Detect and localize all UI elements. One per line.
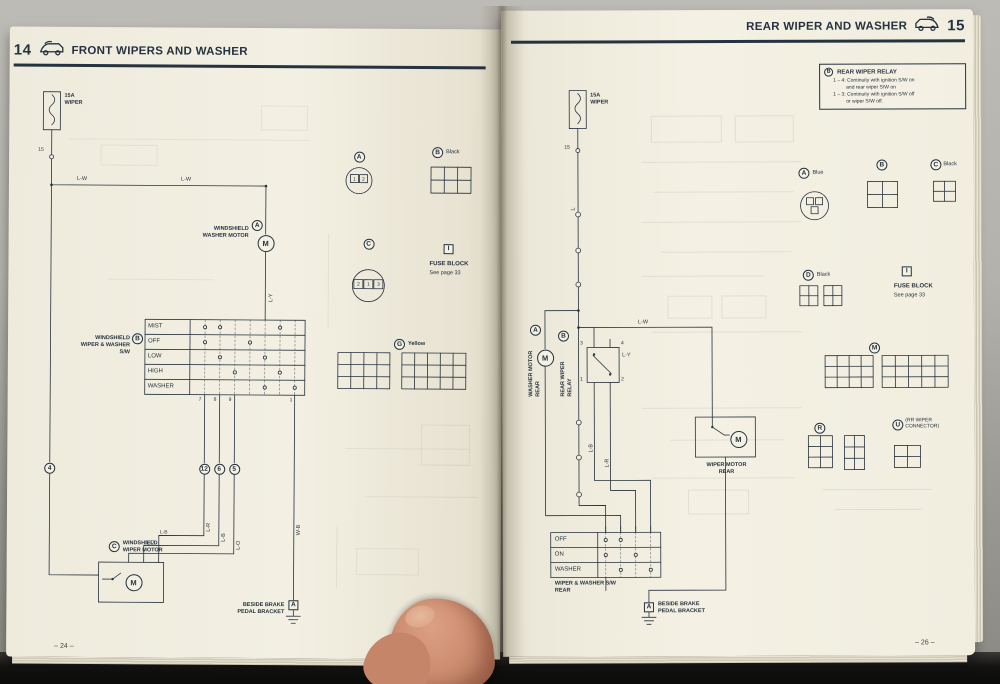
switch-row-label: ON: [554, 551, 564, 558]
ground-label: BESIDE BRAKE PEDAL BRACKET: [657, 601, 705, 615]
rear-wiper-car-icon: [914, 15, 940, 36]
switch-row-label: OFF: [147, 338, 161, 345]
readers-hand: [358, 592, 525, 684]
connector-pin: 1: [366, 281, 370, 288]
wire-label: L-W: [76, 175, 88, 182]
right-page-stack-edge: [972, 15, 984, 642]
wire-label: L-B: [159, 529, 168, 536]
connector-letter-badge: A: [353, 151, 365, 163]
connector-note-label: (RR WIPER CONNECTOR): [905, 417, 940, 430]
connector-letter-badge: D: [802, 269, 814, 281]
switch-row-label: LOW: [147, 353, 162, 360]
switch-label: WIPER & WASHER S/W REAR: [554, 580, 617, 594]
pin-label: 9: [228, 396, 232, 403]
show-through-ghosting: [69, 105, 478, 589]
right-page-header: REAR WIPER AND WASHER 15: [746, 15, 965, 37]
connector-letter-badge: G: [393, 338, 406, 350]
fuse-label: 15A WIPER: [590, 92, 609, 106]
junction-badge: 5: [228, 463, 240, 475]
relay-pin: 2: [621, 376, 624, 383]
page-left-front-wipers: 14 FRONT WIPERS AND WASHER: [6, 26, 504, 667]
fuse-label: 15A WIPER: [64, 92, 83, 106]
wire-label: L-B: [220, 533, 227, 542]
component-letter-badge: B: [131, 333, 144, 345]
switch-row-label: WASHER: [554, 566, 581, 573]
pin-label: 15: [38, 146, 44, 153]
wiper-motor-label: WINDSHIELD WIPER MOTOR: [122, 540, 163, 554]
connector-pin: 2: [361, 176, 365, 183]
wire-label: L-Y: [622, 352, 631, 359]
washer-motor-label: WINDSHIELD WASHER MOTOR: [202, 225, 249, 239]
rear-wiper-wiring-diagram: [544, 90, 956, 625]
connector-pin: 3: [376, 281, 380, 288]
wire-label: L: [570, 207, 577, 211]
rear-wiper-motor-label: WIPER MOTOR REAR: [706, 461, 747, 475]
connector-pin: 2: [356, 281, 360, 288]
wire-label: L-R: [604, 458, 611, 468]
connector-letter-badge: M: [869, 342, 881, 354]
connector-color-label: Black: [816, 271, 831, 278]
pin-label: 7: [198, 396, 202, 403]
relay-pin: 1: [580, 376, 583, 383]
fuse-block-note: See page 33: [893, 292, 926, 299]
connector-letter-badge: C: [930, 159, 942, 171]
connector-pin: 1: [352, 176, 356, 183]
left-page-footer: – 24 –: [54, 642, 74, 650]
connector-color-label: Black: [943, 161, 957, 168]
relay-pin: 3: [580, 340, 583, 347]
ground-point-badge: A: [643, 602, 654, 613]
switch-row-label: MIST: [148, 323, 163, 330]
fuse-block-badge: I: [443, 244, 454, 255]
connector-color-label: Blue: [812, 169, 824, 176]
connector-letter-badge: C: [363, 238, 375, 250]
fuse-block-note: See page 33: [429, 270, 461, 277]
junction-badge: 4: [44, 462, 56, 474]
wire-label: L-W: [180, 176, 192, 183]
rear-wiper-relay-label: REAR WIPER RELAY: [560, 361, 574, 397]
front-wipers-wiring-diagram: [42, 91, 478, 624]
switch-row-label: HIGH: [147, 368, 163, 375]
wire-label: L-R: [205, 522, 212, 532]
pin-label: 1: [289, 397, 293, 404]
connector-letter-badge: B: [876, 159, 888, 171]
wiper-motor-symbol: M: [124, 573, 143, 591]
connector-color-label: Black: [446, 149, 460, 156]
pin-label: 8: [213, 396, 217, 403]
component-letter-badge: A: [529, 324, 542, 336]
connector-color-label: Yellow: [407, 340, 426, 348]
fuse-block-title: FUSE BLOCK: [429, 261, 469, 268]
pin-label: 15: [564, 144, 570, 151]
wire-label: L-B: [588, 443, 595, 453]
relay-pin: 4: [621, 340, 624, 347]
rear-wiper-motor-symbol: M: [729, 430, 747, 448]
connector-letter-badge: R: [814, 422, 826, 434]
component-letter-badge: A: [251, 219, 263, 232]
wire-label: L-O: [235, 540, 242, 550]
right-page-footer: – 26 –: [915, 639, 935, 647]
component-letter-badge: C: [108, 541, 120, 553]
fuse-block-title: FUSE BLOCK: [893, 283, 933, 290]
open-manual-book: 14 FRONT WIPERS AND WASHER: [6, 6, 984, 667]
ground-point-badge: A: [288, 600, 299, 611]
fuse-block-badge: I: [901, 266, 912, 277]
washer-motor-symbol: M: [257, 234, 275, 252]
washer-motor-symbol: M: [536, 349, 554, 367]
connector-letter-badge: A: [798, 167, 810, 179]
ground-label: BESIDE BRAKE PEDAL BRACKET: [237, 601, 285, 616]
junction-badge: 12: [198, 463, 210, 475]
connector-letter-badge: B: [432, 147, 444, 159]
show-through-ghosting: [641, 115, 933, 515]
component-letter-badge: B: [557, 330, 570, 342]
wire-label: W-B: [295, 524, 302, 536]
switch-row-label: OFF: [554, 536, 567, 543]
switch-row-label: WASHER: [147, 383, 174, 390]
connector-letter-badge: U: [892, 419, 904, 431]
wire-label: L-W: [637, 319, 649, 326]
wire-label: L-Y: [268, 293, 275, 303]
page-right-rear-wiper: REAR WIPER AND WASHER 15 B REAR WIPER RE…: [500, 9, 984, 664]
left-page-header: 14 FRONT WIPERS AND WASHER: [14, 40, 248, 62]
front-wiper-car-icon: [38, 40, 64, 61]
switch-label: WINDSHIELD WIPER & WASHER S/W: [80, 335, 131, 355]
junction-badge: 6: [213, 463, 225, 475]
